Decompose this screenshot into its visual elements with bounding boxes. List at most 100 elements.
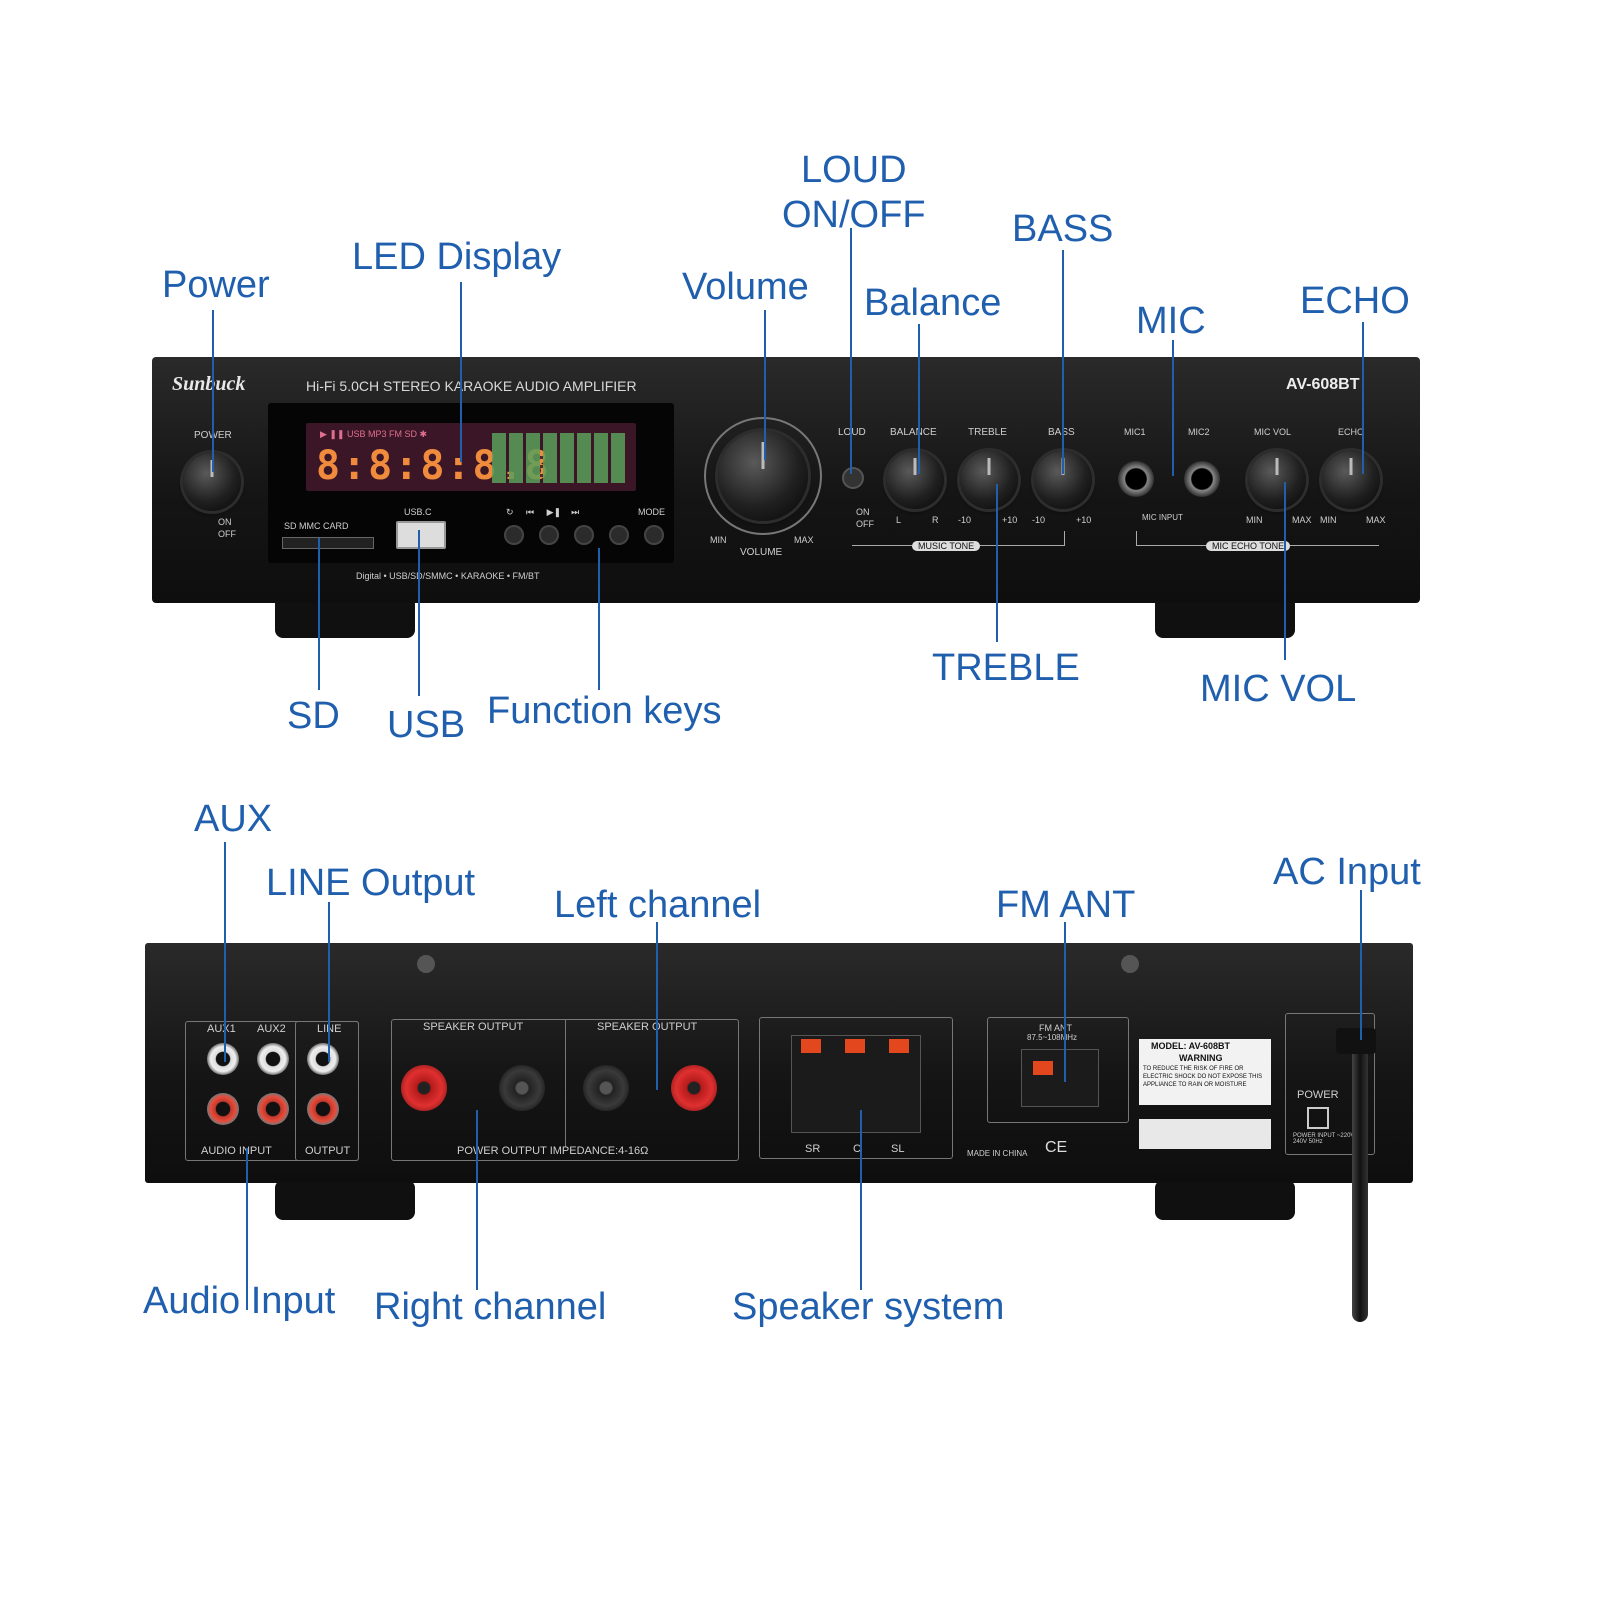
volume-min-label: MIN [710,535,727,545]
leader-fm-ant [1064,922,1066,1082]
leader-function-keys [598,548,600,690]
sticker-model: MODEL: AV-608BT [1151,1041,1231,1051]
right-channel-positive-post[interactable] [401,1065,447,1111]
callout-treble: TREBLE [932,647,1080,689]
rear-panel: AUX1 AUX2 LINE AUDIO INPUT OUTPUT SPEAKE… [145,943,1413,1183]
leader-volume [764,310,766,460]
callout-sd: SD [287,695,340,737]
power-cord [1352,1032,1368,1322]
treble-max-label: +10 [1002,515,1018,525]
display-window: ▶ ❚❚ USB MP3 FM SD ✱ 8:8:8:8.8 SD MMC CA… [268,403,674,563]
treble-label: TREBLE [968,427,1007,438]
leader-ac-input [1360,890,1362,1040]
front-panel: Sunbuck Hi-Fi 5.0CH STEREO KARAOKE AUDIO… [152,357,1420,603]
leader-sd [318,538,320,690]
callout-echo: ECHO [1300,280,1410,322]
mic2-label: MIC2 [1188,427,1210,437]
mic2-jack[interactable] [1184,461,1220,497]
callout-led-display: LED Display [352,236,562,278]
volume-max-label: MAX [794,535,814,545]
mode-button[interactable] [644,525,664,545]
callout-power: Power [162,264,270,306]
callout-speaker-system: Speaker system [732,1286,1005,1328]
volume-ring [704,417,822,535]
next-button[interactable] [609,525,629,545]
callout-usb: USB [387,704,466,746]
loud-off-label: OFF [856,519,874,529]
power-cord-plug [1336,1028,1376,1054]
fm-ant-clip[interactable] [1033,1061,1053,1075]
play-pause-button[interactable] [574,525,594,545]
model-label: AV-608BT [1286,376,1360,393]
aux2-label: AUX2 [257,1023,286,1035]
line-right-jack[interactable] [307,1093,339,1125]
caution-sticker [1139,1119,1271,1149]
leader-usb [418,530,420,696]
sticker-warning: WARNING [1179,1053,1223,1063]
power-on-label: ON [218,517,232,527]
sd-card-slot[interactable] [282,537,374,549]
balance-knob[interactable] [886,451,944,509]
power-off-label: OFF [218,529,236,539]
mic-input-label: MIC INPUT [1142,513,1183,522]
callout-fm-ant: FM ANT [996,884,1136,926]
leader-loud [850,228,852,474]
left-channel-negative-post[interactable] [583,1065,629,1111]
mic1-jack[interactable] [1118,461,1154,497]
aux1-left-jack[interactable] [207,1043,239,1075]
spectrum-meter [492,433,628,483]
line-output-box [295,1021,359,1161]
c-clip[interactable] [845,1039,865,1053]
volume-knob[interactable] [718,431,808,521]
right-channel-negative-post[interactable] [499,1065,545,1111]
front-foot-left [275,596,415,638]
aux1-label: AUX1 [207,1023,236,1035]
impedance-label: POWER OUTPUT IMPEDANCE:4-16Ω [457,1145,649,1157]
power-input-socket[interactable] [1307,1107,1329,1129]
leader-audio-input [246,1148,248,1310]
led-display: ▶ ❚❚ USB MP3 FM SD ✱ 8:8:8:8.8 [306,423,636,491]
repeat-button[interactable] [504,525,524,545]
bass-max-label: +10 [1076,515,1092,525]
audio-input-label: AUDIO INPUT [201,1145,272,1157]
leader-treble [996,484,998,642]
speaker-system-box [759,1017,953,1159]
left-channel-positive-post[interactable] [671,1065,717,1111]
loud-button[interactable] [844,469,862,487]
fm-range-label: 87.5~108MHz [1027,1033,1078,1042]
loud-on-label: ON [856,507,870,517]
sl-clip[interactable] [889,1039,909,1053]
echo-min-label: MIN [1320,515,1337,525]
bass-label: BASS [1048,427,1075,438]
sr-clip[interactable] [801,1039,821,1053]
c-label: C [853,1143,861,1155]
callout-aux: AUX [194,798,273,840]
aux2-left-jack[interactable] [257,1043,289,1075]
aux1-right-jack[interactable] [207,1093,239,1125]
usb-label: USB.C [404,507,432,517]
leader-right-channel [476,1110,478,1290]
callout-bass: BASS [1012,208,1114,250]
balance-l-label: L [896,515,902,525]
treble-knob[interactable] [960,451,1018,509]
balance-label: BALANCE [890,427,937,438]
echo-knob[interactable] [1322,451,1380,509]
usb-port[interactable] [396,521,446,549]
leader-balance [918,324,920,474]
prev-button[interactable] [539,525,559,545]
fm-ant-label: FM ANT [1039,1023,1072,1033]
ce-mark: CE [1045,1139,1068,1156]
fm-ant-terminal[interactable] [1021,1049,1099,1107]
rear-foot-right [1155,1180,1295,1220]
power-input-box [1285,1013,1375,1155]
sticker-warning-text: TO REDUCE THE RISK OF FIRE OR ELECTRIC S… [1143,1066,1263,1088]
leader-led-display [460,282,462,462]
mic-vol-knob[interactable] [1248,451,1306,509]
leader-power [212,310,214,472]
leader-line-output [328,902,330,1062]
power-input-label: POWER INPUT ~220V-240V 50Hz [1293,1133,1357,1145]
callout-left-channel: Left channel [554,884,762,926]
echo-max-label: MAX [1366,515,1386,525]
line-left-jack[interactable] [307,1043,339,1075]
aux2-right-jack[interactable] [257,1093,289,1125]
